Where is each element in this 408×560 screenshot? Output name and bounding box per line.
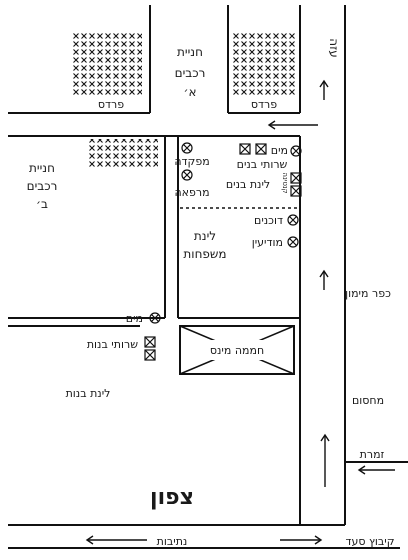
arrow-up-icon-bottom (320, 433, 330, 487)
netivot-label: נתיבות (157, 535, 188, 548)
orchard-hatch-mid (88, 139, 158, 169)
parking-b-line-3: ב׳ (36, 197, 48, 211)
kfar-maimon-label: כפר מימון (345, 287, 391, 300)
arrow-up-icon-right (319, 269, 329, 290)
parking-b-line-2: רכבים (27, 179, 58, 193)
greenhouse-rect (179, 325, 295, 375)
arrow-up-icon-top (319, 79, 329, 100)
road-gaza-label: עזה (327, 38, 341, 58)
kibbutz-saad-label: קיבוץ סעד (345, 535, 394, 548)
family-sleep-label: לינת משפחות (183, 229, 226, 261)
parking-b-label: חניית רכבים ב׳ (27, 161, 58, 211)
booths-icon (287, 214, 299, 226)
water-mid-label: מים (126, 312, 143, 325)
water-mid-icon (149, 312, 161, 324)
infirmary-label: מרפאה (174, 186, 209, 199)
greenhouse-label: חממה מינס (210, 344, 264, 357)
hq-label: מפקדה (174, 155, 209, 168)
girls-sleep-label: לינת בנות (66, 387, 111, 400)
parking-a-line-2: רכבים (175, 66, 206, 80)
orchard-hatch-left (72, 33, 142, 96)
arrow-left-icon-bottom (85, 535, 147, 545)
arrow-left-icon-zimrat (357, 465, 395, 475)
storage-label: מחסום (352, 394, 384, 407)
water-top-icon (290, 145, 302, 157)
circle-x-icons (149, 142, 302, 324)
info-icon (287, 236, 299, 248)
infirmary-icon (181, 169, 193, 181)
arrow-right-icon-bottom (280, 535, 323, 545)
box-x-icons (144, 143, 302, 361)
parking-a-label: חניית רכבים א׳ (175, 45, 206, 99)
boys-toilets-label: שרותי בנים (237, 158, 288, 171)
boys-toilet-box-2 (255, 143, 267, 155)
family-sleep-line-1: לינת (194, 229, 216, 243)
boys-toilet-box-1 (239, 143, 251, 155)
info-label: מודיעין (252, 236, 283, 249)
water-top-label: מים (271, 144, 288, 157)
direction-arrows (85, 79, 395, 545)
orchard-hatch-right (232, 33, 297, 96)
boys-toilet-box-3 (290, 172, 302, 184)
tzafon-label: צפון (150, 485, 194, 510)
booths-label: דוכנים (254, 214, 283, 227)
road-lines (8, 5, 408, 549)
parking-b-line-1: חניית (29, 161, 55, 175)
canteen-label: קנטינה (281, 172, 289, 193)
boys-sleep-label: לינת בנים (226, 178, 270, 191)
parking-a-line-1: חניית (177, 45, 203, 59)
girls-toilet-box-2 (144, 349, 156, 361)
girls-toilets-label: שרותי בנות (87, 338, 138, 351)
arrow-left-icon-top (267, 120, 318, 130)
zimrat-label: זמרת (360, 448, 385, 461)
girls-toilet-box-1 (144, 336, 156, 348)
hq-icon (181, 142, 193, 154)
family-sleep-line-2: משפחות (183, 247, 226, 261)
orchard-left-label: פרדס (98, 98, 124, 111)
parking-a-line-3: א׳ (183, 85, 196, 99)
orchard-right-label: פרדס (251, 98, 277, 111)
boys-toilet-box-4 (290, 185, 302, 197)
